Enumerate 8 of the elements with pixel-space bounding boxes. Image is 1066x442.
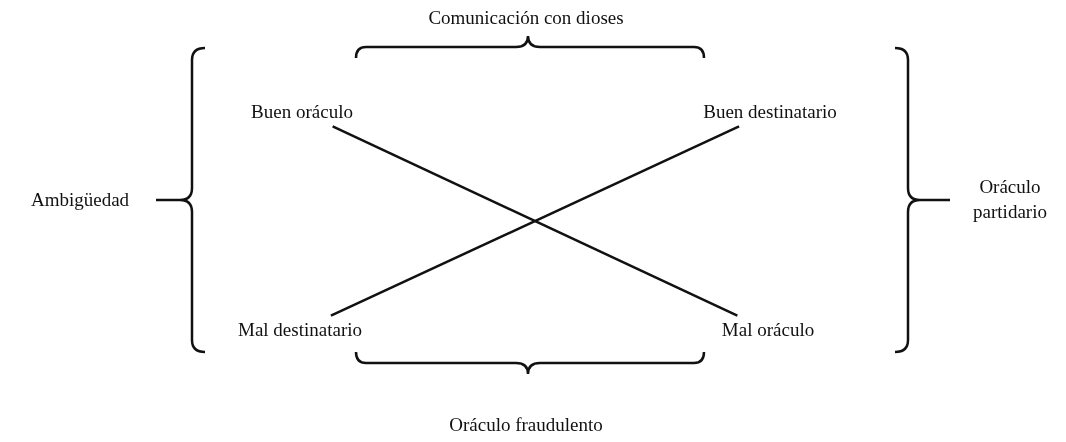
bracket-label: Ambigüedad: [30, 187, 130, 212]
node-label: Mal destinatario: [238, 317, 362, 343]
node-label: Mal oráculo: [721, 317, 815, 343]
bracket-label: Oráculo partidario: [972, 175, 1048, 224]
bracket-label: Comunicación con dioses: [428, 5, 624, 30]
node-label: Buen oráculo: [251, 99, 353, 125]
node-label: Buen destinatario: [703, 99, 837, 125]
bracket-label: Oráculo fraudulento: [449, 412, 603, 437]
